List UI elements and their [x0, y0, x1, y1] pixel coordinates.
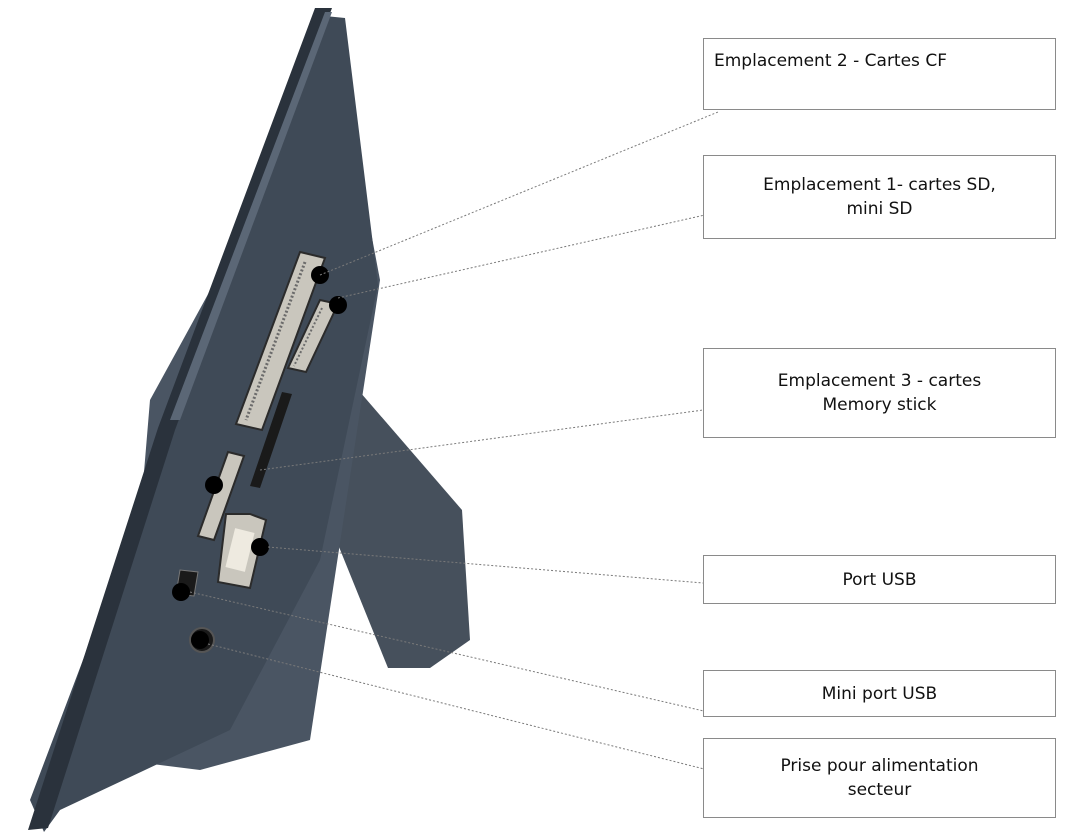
- leader-line-power: [207, 643, 709, 771]
- callout-usb-port: Port USB: [703, 555, 1056, 604]
- callout-sd-slot: Emplacement 1- cartes SD, mini SD: [703, 155, 1056, 239]
- marker-xd: [205, 476, 223, 494]
- leader-line-usb: [267, 546, 704, 584]
- callout-power-jack: Prise pour alimentation secteur: [703, 738, 1056, 818]
- marker-mini-usb: [172, 583, 190, 601]
- frame-edge-highlight: [170, 12, 332, 420]
- callout-usb-label: Port USB: [842, 569, 917, 590]
- frame-front-edge: [28, 8, 332, 830]
- callout-cf-slot: Emplacement 2 - Cartes CF: [703, 38, 1056, 110]
- callout-mini-usb-port: Mini port USB: [703, 670, 1056, 717]
- leader-line-ms: [259, 407, 719, 471]
- xd-slot: [196, 450, 246, 542]
- callout-mini-usb-label: Mini port USB: [821, 683, 938, 704]
- frame-side-panel: [30, 15, 378, 832]
- leader-line-mini-usb: [189, 591, 709, 713]
- marker-usb: [251, 538, 269, 556]
- callout-ms-label: Emplacement 3 - cartes Memory stick: [777, 371, 982, 415]
- frame-stand: [320, 392, 470, 668]
- marker-power: [191, 631, 209, 649]
- leader-line-cf: [319, 111, 719, 276]
- callout-sd-label: Emplacement 1- cartes SD, mini SD: [763, 175, 996, 219]
- memory-stick-slot: [250, 392, 292, 488]
- leader-line-sd: [337, 211, 719, 299]
- callout-memory-stick-slot: Emplacement 3 - cartes Memory stick: [703, 348, 1056, 438]
- callout-cf-label: Emplacement 2 - Cartes CF: [714, 51, 947, 71]
- marker-sd: [329, 296, 347, 314]
- callout-power-label: Prise pour alimentation secteur: [780, 756, 979, 800]
